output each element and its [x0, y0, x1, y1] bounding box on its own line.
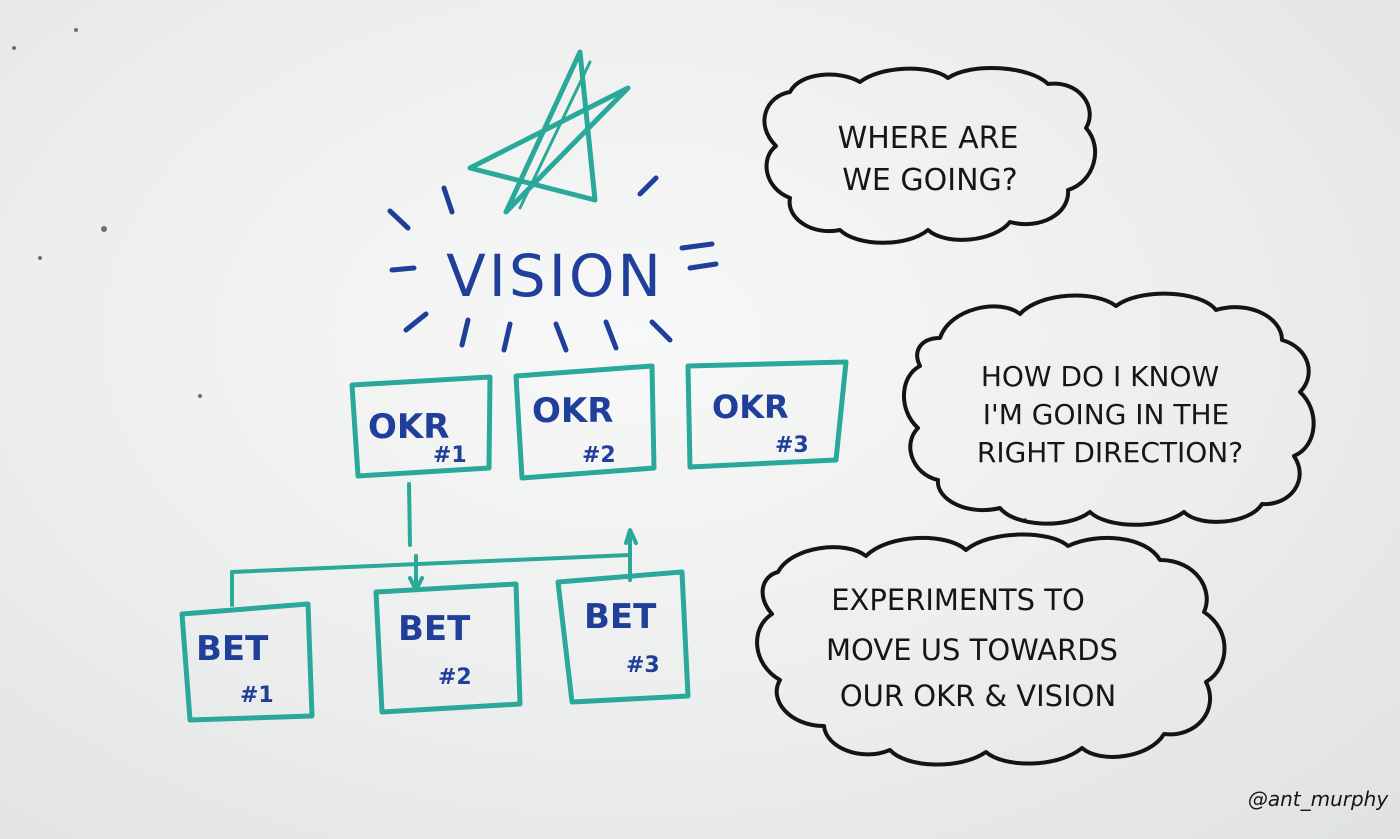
callout-bet: EXPERIMENTS TO MOVE US TOWARDS OUR OKR &…: [755, 532, 1227, 767]
callout-okr-line-3: RIGHT DIRECTION?: [977, 436, 1243, 469]
okr-box-1: OKR #1: [349, 374, 493, 479]
bet-box-2: BET #2: [373, 581, 523, 715]
callout-okr-line-2: I'M GOING IN THE: [983, 398, 1230, 431]
callout-vision-line-2: WE GOING?: [842, 163, 1017, 198]
callout-vision: WHERE ARE WE GOING?: [762, 66, 1097, 245]
callout-vision-line-1: WHERE ARE: [838, 121, 1019, 156]
bet-box-3: BET #3: [555, 569, 691, 705]
okr-box-2: OKR #2: [513, 363, 657, 481]
callout-bet-line-3: OUR OKR & VISION: [840, 679, 1116, 713]
bet-number-2: #2: [438, 665, 472, 690]
author-signature: @ant_murphy: [1248, 787, 1390, 811]
bet-row: BET #1 BET #2 BET #3: [179, 569, 691, 723]
callout-bet-line-2: MOVE US TOWARDS: [826, 633, 1118, 667]
okr-title-3: OKR: [712, 388, 789, 426]
bet-number-1: #1: [240, 683, 274, 708]
bet-title-2: BET: [398, 609, 471, 649]
okr-number-3: #3: [775, 433, 809, 458]
cloud-bubble-1: [762, 66, 1097, 245]
bet-box-1: BET #1: [179, 601, 315, 723]
callout-okr-line-1: HOW DO I KNOW: [981, 360, 1219, 393]
star-icon: [467, 49, 631, 215]
okr-number-1: #1: [433, 443, 467, 468]
vision-label: VISION: [446, 242, 664, 310]
okr-row: OKR #1 OKR #2 OKR #3: [349, 359, 849, 481]
callout-bet-line-1: EXPERIMENTS TO: [831, 583, 1085, 617]
bet-title-3: BET: [584, 597, 657, 637]
okr-title-1: OKR: [368, 407, 449, 447]
callout-okr: HOW DO I KNOW I'M GOING IN THE RIGHT DIR…: [902, 291, 1316, 527]
bet-number-3: #3: [626, 653, 660, 678]
cloud-bubble-3: [755, 532, 1227, 767]
okr-title-2: OKR: [532, 391, 613, 431]
bet-title-1: BET: [196, 629, 269, 669]
okr-box-3: OKR #3: [685, 359, 849, 470]
vision-node: VISION: [387, 175, 719, 353]
cloud-bubble-2: [902, 291, 1316, 527]
okr-number-2: #2: [582, 443, 616, 468]
vision-rays: [387, 175, 719, 353]
